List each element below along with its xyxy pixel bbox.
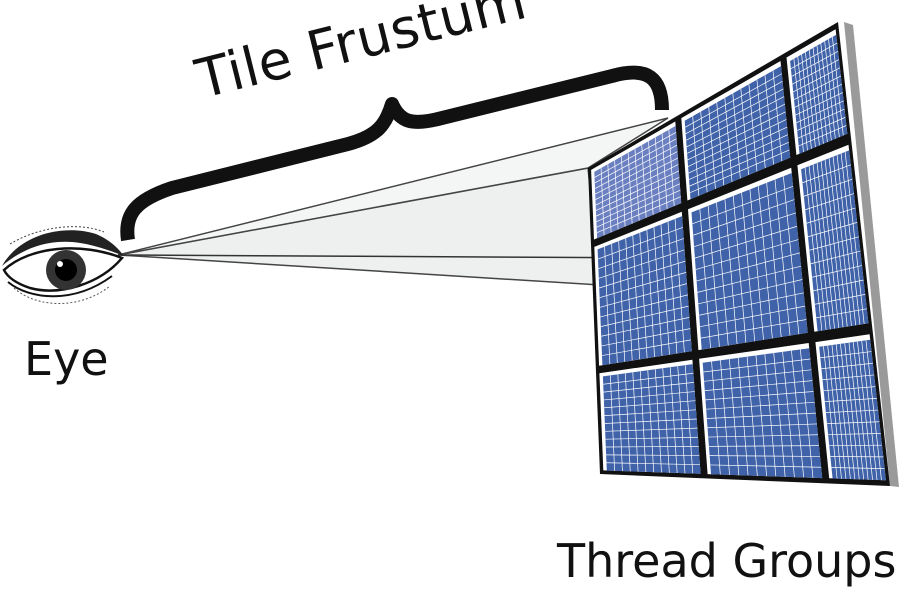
thread-group-tile — [702, 348, 823, 479]
thread-group-tile — [594, 125, 682, 239]
eye-icon — [2, 226, 125, 304]
thread-groups-label: Thread Groups — [557, 534, 897, 588]
eye-label: Eye — [24, 332, 109, 386]
tile-frustum — [117, 117, 681, 286]
curly-brace — [120, 65, 669, 242]
thread-groups-grid — [588, 22, 899, 487]
thread-group-tile — [602, 364, 701, 474]
thread-group-tile — [597, 216, 692, 366]
